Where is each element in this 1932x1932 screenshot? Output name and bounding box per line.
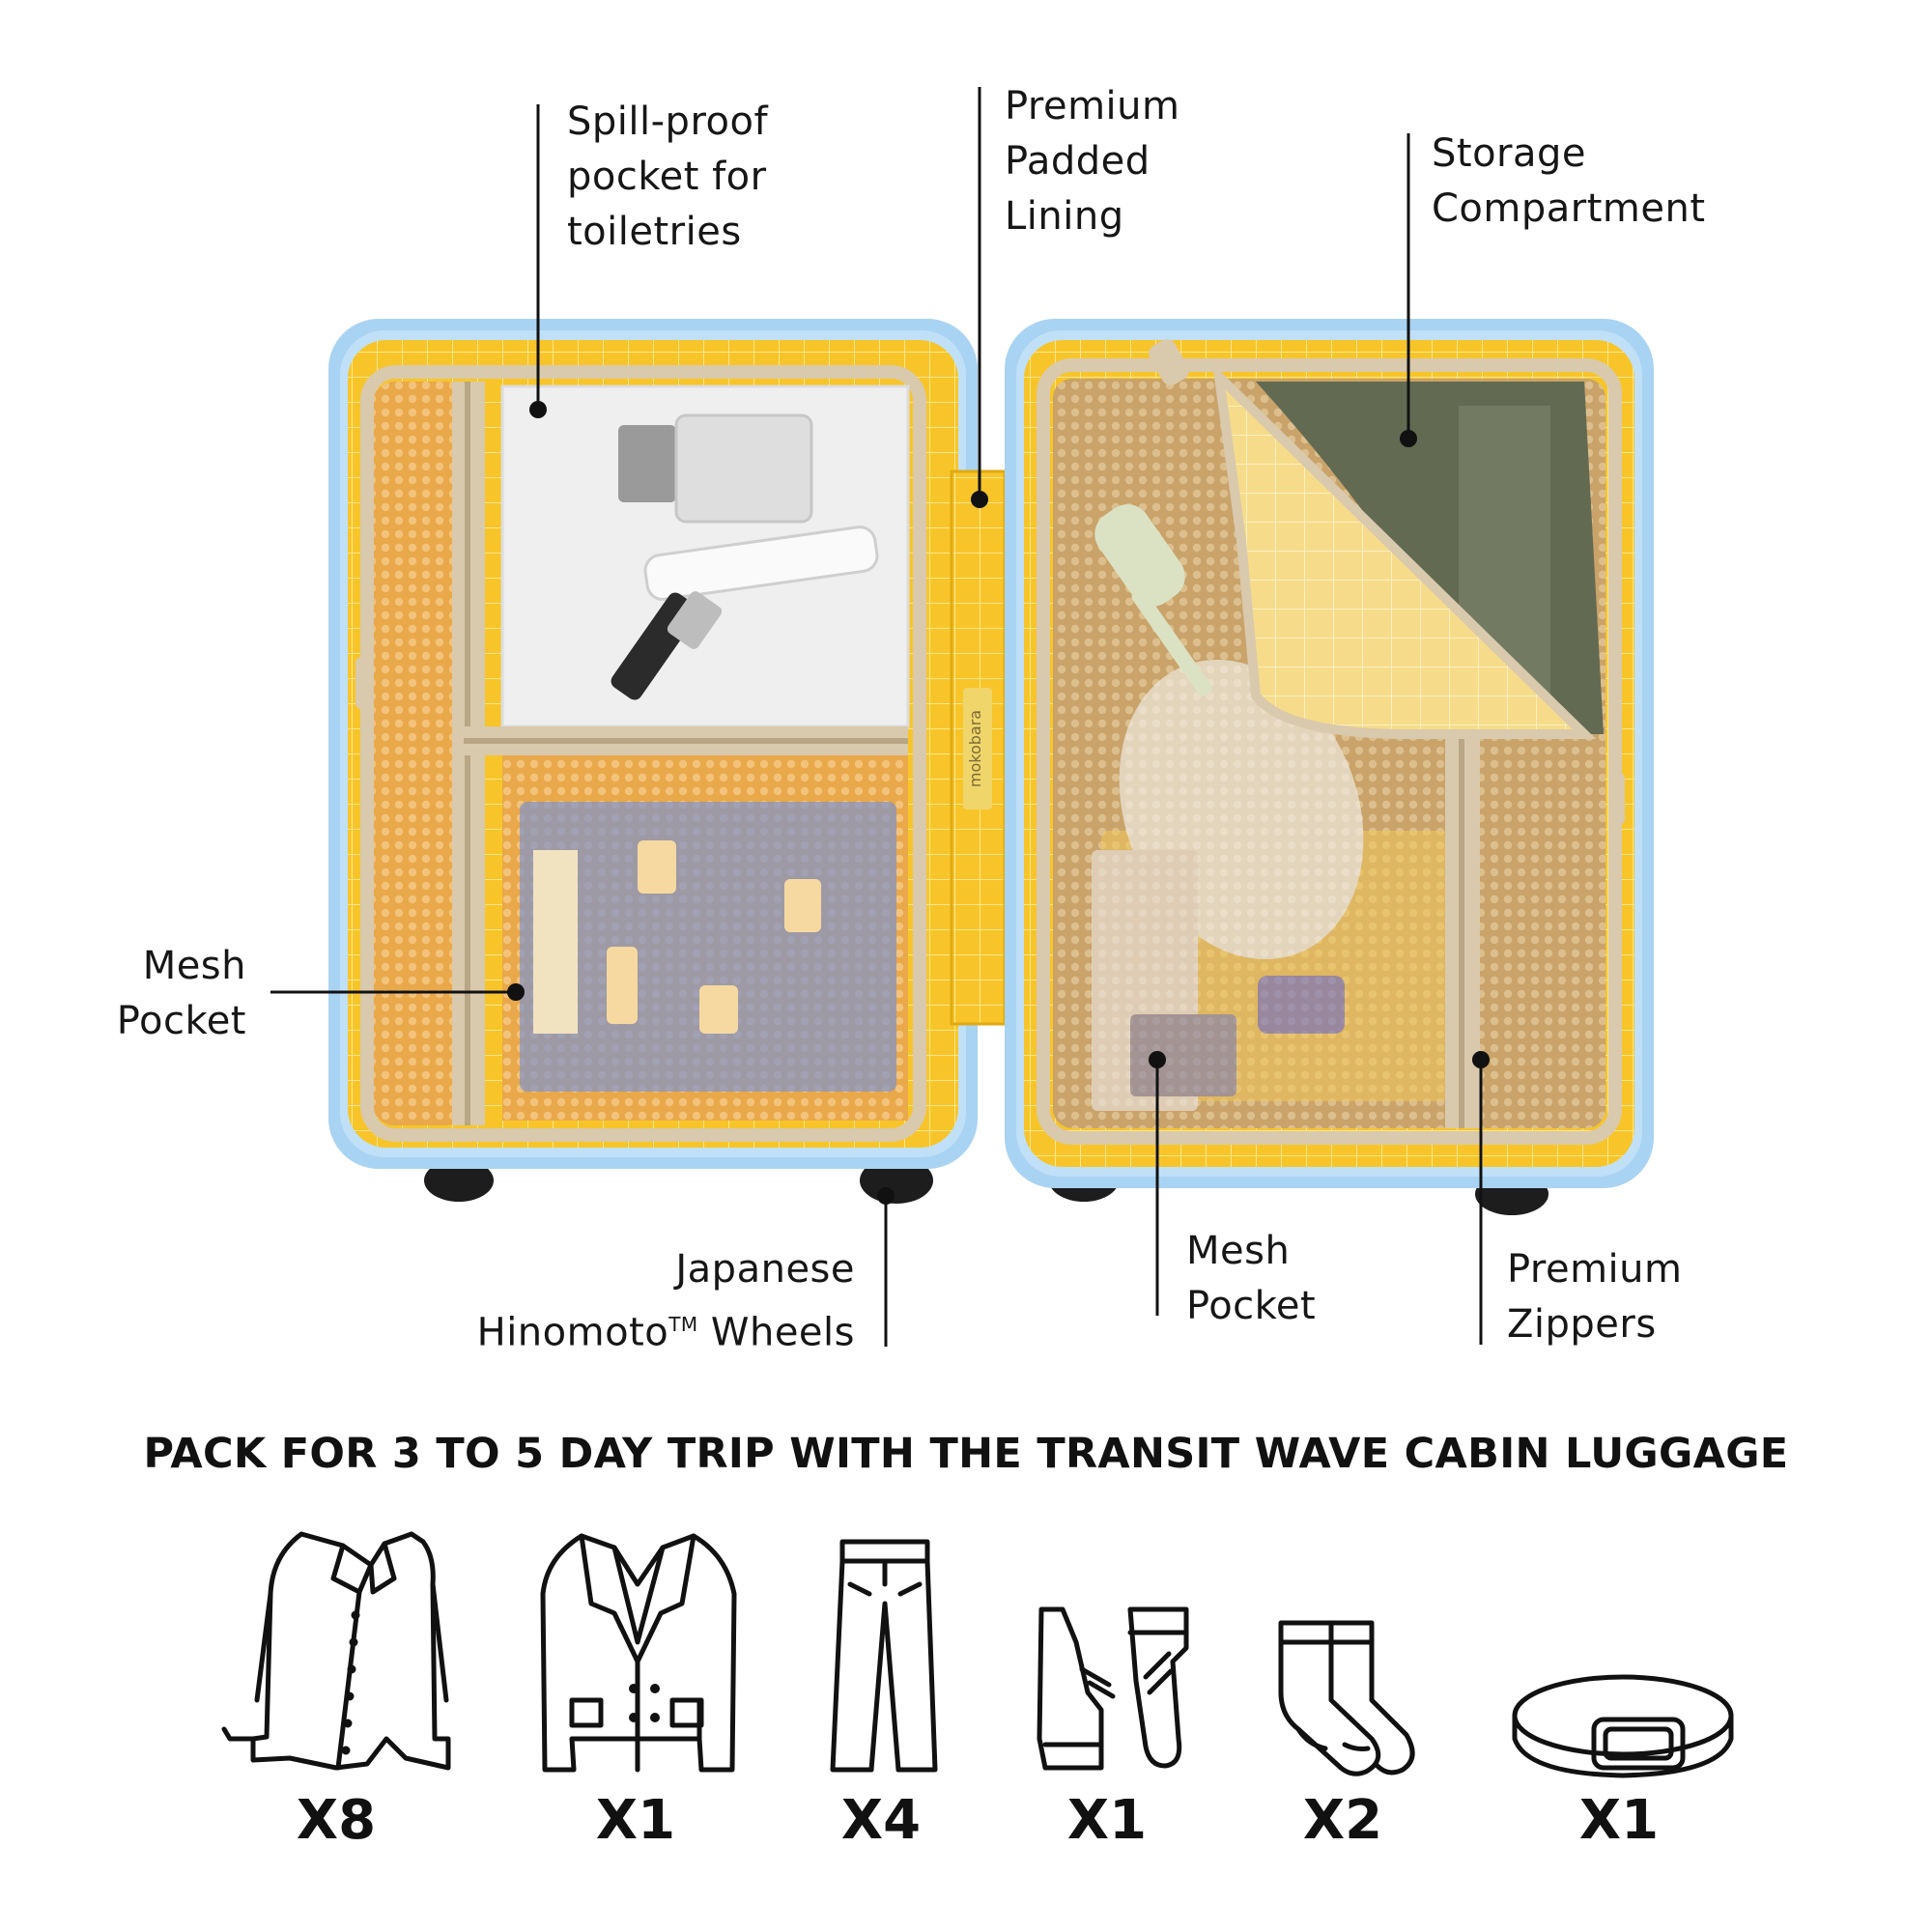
callout-line: Pocket xyxy=(1186,1284,1317,1328)
callout-line: Mesh xyxy=(1186,1229,1291,1273)
callout-line: Japanese xyxy=(675,1247,855,1292)
socks-quantity: X2 xyxy=(1302,1789,1383,1852)
callout-dots xyxy=(507,401,1490,1205)
callout-line-brand: HinomotoTM Wheels xyxy=(425,1297,855,1360)
callout-line: Zippers xyxy=(1507,1302,1657,1347)
padded-lining-strip xyxy=(950,469,1007,1026)
wheels-brand: Hinomoto xyxy=(476,1310,669,1355)
callout-line: Mesh xyxy=(142,944,246,988)
callout-wheels: Japanese HinomotoTM Wheels xyxy=(425,1242,855,1360)
belt-quantity: X1 xyxy=(1578,1789,1660,1852)
callout-storage-compartment: Storage Compartment xyxy=(1432,127,1706,237)
blazer-quantity: X1 xyxy=(595,1789,676,1852)
callout-line: pocket for xyxy=(567,155,767,199)
socks-icon xyxy=(1278,1620,1415,1776)
blazer-buttons xyxy=(629,1684,660,1722)
callout-line: Compartment xyxy=(1432,186,1706,231)
trademark-mark: TM xyxy=(668,1313,698,1336)
callout-spill-proof-pocket: Spill-proof pocket for toiletries xyxy=(567,95,768,260)
packing-headline: PACK FOR 3 TO 5 DAY TRIP WITH THE TRANSI… xyxy=(143,1430,1789,1478)
wheels-suffix: Wheels xyxy=(710,1310,855,1355)
trousers-quantity: X4 xyxy=(840,1789,922,1852)
belt-icon xyxy=(1512,1674,1734,1778)
callout-line: Premium xyxy=(1005,84,1180,128)
callout-line: Pocket xyxy=(116,999,246,1043)
callout-line: toiletries xyxy=(567,210,742,254)
callout-mesh-pocket-left: Mesh Pocket xyxy=(77,939,246,1049)
shirt-icon xyxy=(221,1531,451,1771)
callout-mesh-pocket-right: Mesh Pocket xyxy=(1186,1224,1316,1334)
callout-line: Padded xyxy=(1005,139,1151,184)
callout-premium-zippers: Premium Zippers xyxy=(1507,1242,1683,1352)
callout-line: Premium xyxy=(1507,1247,1683,1292)
brand-tag: mokobara xyxy=(966,710,984,787)
shoes-quantity: X1 xyxy=(1066,1789,1148,1852)
callout-line: Storage xyxy=(1432,131,1587,176)
trousers-icon xyxy=(830,1539,938,1773)
shirt-buttons xyxy=(341,1610,360,1755)
right-shell xyxy=(1005,319,1654,1188)
blazer-icon xyxy=(540,1533,737,1773)
left-shell xyxy=(328,319,978,1169)
callout-line: Lining xyxy=(1005,194,1124,239)
callout-line: Spill-proof xyxy=(567,99,769,144)
callout-leaders xyxy=(270,87,1483,1347)
callout-padded-lining: Premium Padded Lining xyxy=(1005,79,1180,244)
shirt-quantity: X8 xyxy=(296,1789,377,1852)
shoes-icon xyxy=(1037,1606,1189,1771)
